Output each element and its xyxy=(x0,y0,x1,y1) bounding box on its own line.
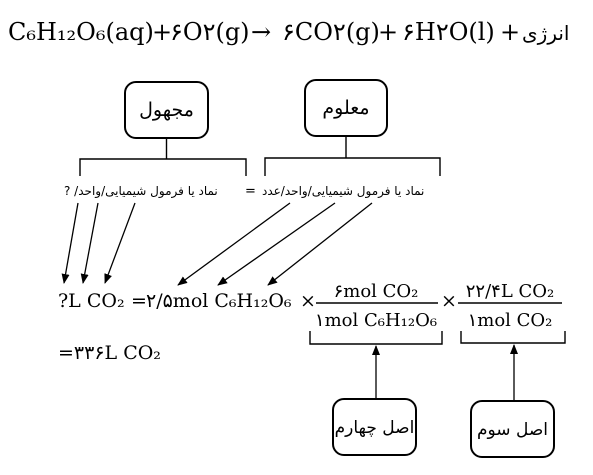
equation-product-water: ۶H۲O(l) xyxy=(402,18,495,46)
calc-times-2: × xyxy=(441,290,457,312)
unknown-box: مجهول xyxy=(124,81,209,139)
fourth-principle-label: اصل چهارم xyxy=(335,418,415,438)
fraction-1-denominator: ۱mol C₆H₁₂O₆ xyxy=(315,310,437,331)
calc-result: =۳۳۶L CO₂ xyxy=(58,342,161,364)
calc-given-term: ۲/۵mol C₆H₁₂O₆ xyxy=(146,290,292,312)
equation-plus-3: + xyxy=(500,18,520,46)
known-box: معلوم xyxy=(304,79,388,137)
equation-reactant-oxygen: ۶O۲(g) xyxy=(170,18,250,46)
known-box-label: معلوم xyxy=(322,97,369,119)
calc-equals: = xyxy=(131,290,147,312)
arrow-known-2 xyxy=(217,202,336,286)
arrow-unknown-1 xyxy=(61,202,79,284)
equation-plus-1: + xyxy=(152,18,172,46)
unknown-description: ? /نماد یا فرمول شیمیایی/واحد xyxy=(64,184,218,199)
third-principle-box: اصل سوم xyxy=(470,400,555,458)
unknown-bracket xyxy=(79,138,247,176)
calc-times-1: × xyxy=(300,290,316,312)
equation-product-co2: ۶CO۲(g) xyxy=(282,18,380,46)
known-bracket xyxy=(264,136,441,176)
known-description: نماد یا فرمول شیمیایی/واحد/عدد xyxy=(262,184,424,199)
fraction-1-bracket xyxy=(309,331,443,345)
fraction-2-denominator: ۱mol CO₂ xyxy=(468,310,553,331)
equation-energy: انرژی xyxy=(522,21,569,45)
fraction-2-bracket xyxy=(460,331,566,344)
arrow-known-1 xyxy=(177,202,291,286)
equation-plus-2: + xyxy=(378,18,398,46)
third-principle-label: اصل سوم xyxy=(477,420,548,440)
unknown-box-label: مجهول xyxy=(139,99,194,121)
arrow-unknown-2 xyxy=(80,202,99,284)
calculation: ?L CO₂ = ۲/۵mol C₆H₁₂O₆ × ۶mol CO₂ ۱mol … xyxy=(58,281,562,364)
equation-reactant-glucose: C₆H₁₂O₆(aq) xyxy=(8,18,154,46)
fraction-2-numerator: ۲۲/۴L CO₂ xyxy=(466,281,555,302)
equals-sign-between-descriptions: = xyxy=(245,184,256,199)
arrow-known-3 xyxy=(267,202,373,286)
equation-arrow: → xyxy=(251,18,271,46)
arrow-unknown-3 xyxy=(104,202,136,284)
fraction-1-numerator: ۶mol CO₂ xyxy=(334,281,419,302)
calc-unknown-term: ?L CO₂ xyxy=(58,290,125,312)
chemical-equation: C₆H₁₂O₆(aq) + ۶O۲(g) → ۶CO۲(g) + ۶H۲O(l)… xyxy=(8,18,569,46)
fourth-principle-box: اصل چهارم xyxy=(332,398,417,456)
